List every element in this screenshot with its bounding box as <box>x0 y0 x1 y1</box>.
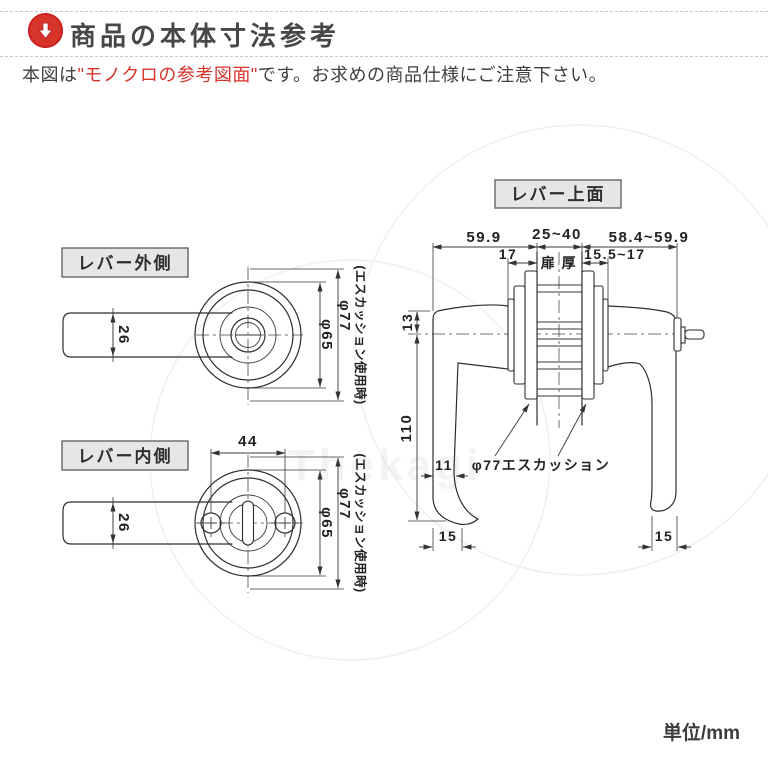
inside-lever-profile <box>607 305 677 512</box>
dim-26-label: 26 <box>115 513 132 533</box>
page-title: 商品の本体寸法参考 <box>70 21 341 51</box>
dim-15-right-extensions <box>651 516 678 551</box>
notice-prefix: 本図は <box>22 65 78 85</box>
watermark-text: Thekagi <box>288 441 482 490</box>
dim-65-label: φ65 <box>318 319 335 351</box>
down-arrow-circle-icon <box>28 13 63 48</box>
notice-suffix: です。お求めの商品仕様にご注意下さい。 <box>257 65 608 85</box>
escutcheon-note: (エスカッション使用時) <box>353 453 368 592</box>
key-cylinder-circle <box>230 317 266 353</box>
unit-label: 単位/mm <box>662 723 740 744</box>
thumbturn-spindle <box>673 317 705 352</box>
latch-mechanism-lines <box>537 284 582 397</box>
lever-handle-outline <box>62 501 233 545</box>
dim-65-label: φ65 <box>318 507 335 539</box>
mounting-screw-right <box>271 509 299 537</box>
view-label: レバー上面 <box>511 185 606 204</box>
rose-inner-circle <box>202 477 294 569</box>
escutcheon-leader-right <box>557 403 587 457</box>
dim-65-extensions <box>250 469 326 577</box>
dim-110-label: 110 <box>398 414 415 443</box>
rose-outer-circle <box>194 469 302 577</box>
dim-77-label: φ77 <box>336 488 353 520</box>
door-faces <box>536 251 583 426</box>
notice-text: 本図は"モノクロの参考図面"です。お求めの商品仕様にご注意下さい。 <box>22 61 607 87</box>
view-label-box <box>61 247 189 278</box>
dim-26-label: 26 <box>115 325 132 345</box>
header-dashed-divider <box>0 56 768 57</box>
escutcheon-note: (エスカッション使用時) <box>353 265 368 404</box>
view-label-box <box>61 440 189 471</box>
dim-13-label: 13 <box>399 313 415 332</box>
dim-13-110-extensions <box>408 310 446 522</box>
dim-44-extensions <box>210 449 286 510</box>
inside-escutcheon-profile <box>581 270 609 400</box>
dim-row1-extensions <box>432 243 678 318</box>
view-label: レバー外側 <box>78 253 173 273</box>
thumbturn-boss-circle <box>219 494 277 552</box>
thumbturn-knob <box>241 500 255 546</box>
dim-65-extensions <box>250 281 326 389</box>
dim-59-9-label: 59.9 <box>466 229 501 246</box>
dim-77-extensions <box>250 268 344 402</box>
dim-58-4-label: 58.4~59.9 <box>609 229 690 246</box>
dim-25-40-label: 25~40 <box>532 226 582 243</box>
dim-77-label: φ77 <box>336 300 353 332</box>
mounting-screw-left <box>197 509 225 537</box>
view-label: レバー内側 <box>78 446 173 466</box>
notice-highlight: "モノクロの参考図面" <box>77 65 258 85</box>
escutcheon-leader-left <box>494 403 530 457</box>
outside-escutcheon-profile <box>507 270 538 400</box>
lever-handle-outline <box>62 312 233 358</box>
rose-outer-circle <box>194 281 302 389</box>
top-dashed-divider <box>0 11 768 12</box>
dim-15-left-extensions <box>432 528 463 551</box>
escutcheon-label: φ77エスカッション <box>472 457 611 473</box>
inside-lever-view: レバー内側 44 26 φ65 <box>61 433 368 593</box>
top-lever-view: レバー上面 59.9 <box>398 179 705 551</box>
rose-inner-circle <box>202 289 294 381</box>
outside-lever-view: レバー外側 26 φ65 φ77 (エスカッション使用時) <box>61 247 368 405</box>
view-label-box <box>494 179 622 209</box>
dim-44-label: 44 <box>238 433 258 450</box>
outside-lever-profile <box>432 304 509 526</box>
dim-15-left-label: 15 <box>439 528 458 544</box>
dim-11-label: 11 <box>435 457 453 473</box>
dim-15-right-label: 15 <box>655 528 674 544</box>
door-thickness-label: 扉 厚 <box>541 255 577 271</box>
dim-77-extensions <box>250 456 344 590</box>
dim-15-5-label: 15.5~17 <box>584 246 646 262</box>
watermark: Thekagi <box>149 124 768 661</box>
cylinder-boss-circle <box>219 306 277 364</box>
dim-17-label: 17 <box>499 246 518 262</box>
